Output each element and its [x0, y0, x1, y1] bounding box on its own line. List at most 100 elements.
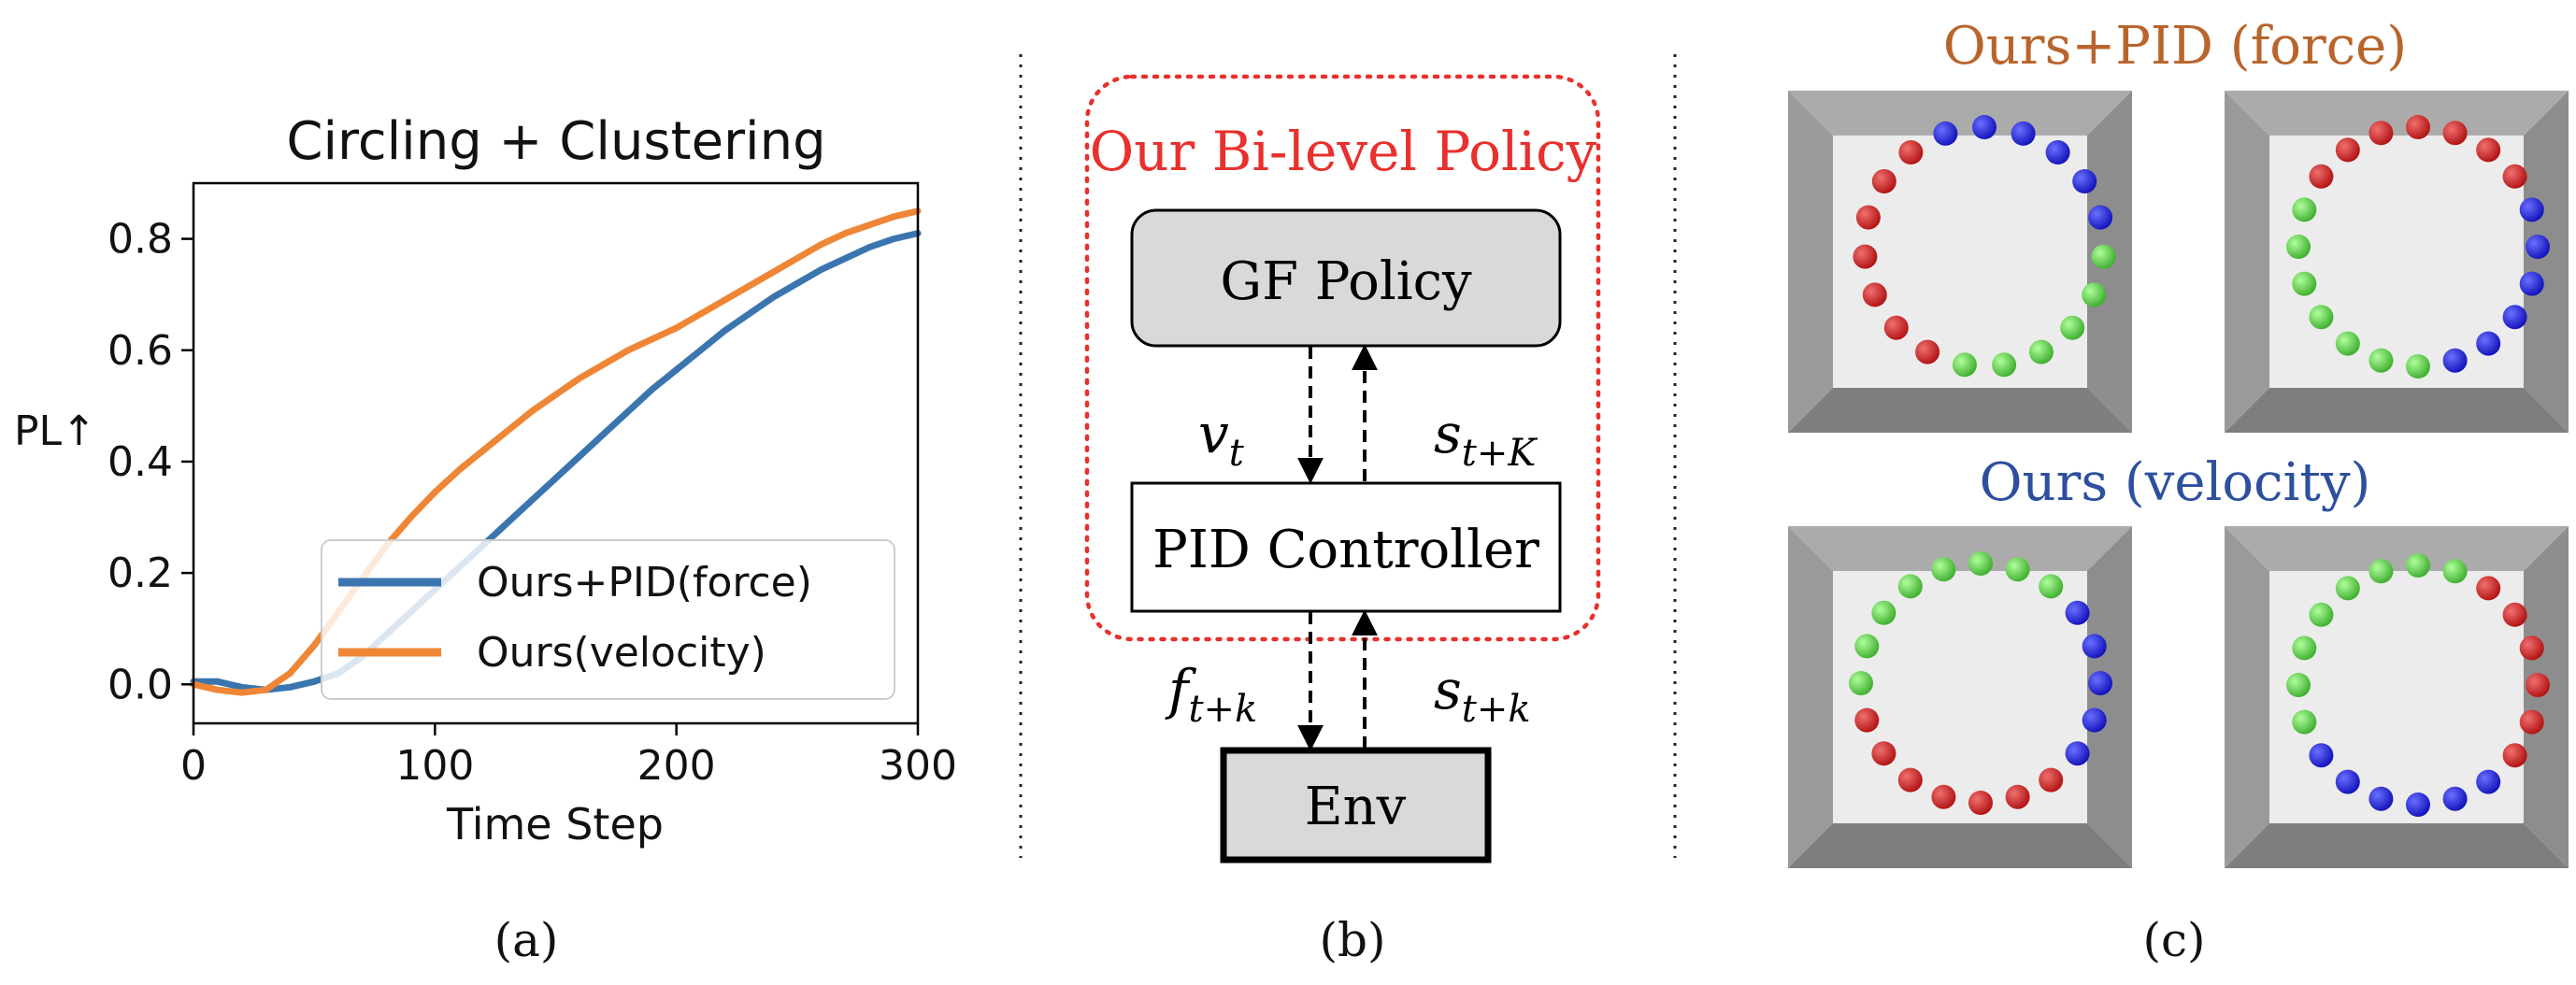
particle-blue [2406, 792, 2430, 817]
scenes [1788, 91, 2569, 868]
particle-green [2292, 197, 2317, 222]
pid-controller-box [1130, 481, 1562, 613]
wall-top [1788, 526, 2132, 571]
wall-right [2087, 526, 2132, 868]
particle-blue [2335, 769, 2360, 794]
force-scene-1 [1788, 91, 2132, 433]
particle-red [2519, 709, 2544, 735]
particle-green [2406, 553, 2430, 578]
particle-red [2442, 121, 2468, 146]
particle-blue [2476, 769, 2501, 794]
particle-green [2005, 557, 2030, 582]
env-label: Env [1305, 777, 1407, 837]
particle-green [2286, 235, 2311, 259]
particle-green [1968, 551, 1993, 576]
particle-green [1992, 352, 2017, 378]
chart-title: Circling + Clustering [286, 111, 825, 172]
particle-blue [2519, 197, 2544, 222]
particle-green [1931, 557, 1956, 582]
particle-green [1854, 634, 1880, 659]
y-tick-label: 0.8 [107, 216, 173, 264]
particle-green [2368, 559, 2394, 584]
force-scene-2 [2225, 91, 2569, 433]
series-line-0 [190, 230, 922, 693]
velocity-scene-2 [2225, 526, 2569, 868]
particle-red [1968, 791, 1993, 815]
particle-red [2406, 115, 2430, 139]
particle-blue [2519, 271, 2544, 296]
x-tick-label: 0 [180, 742, 207, 790]
particle-blue [2442, 348, 2468, 373]
y-tick-label: 0.4 [107, 438, 173, 486]
gf-policy-label: GF Policy [1220, 251, 1472, 312]
particle-blue [2045, 140, 2070, 164]
y-tick-label: 0.0 [107, 661, 173, 708]
particle-blue [2368, 786, 2394, 811]
particle-red [1855, 205, 1881, 230]
particle-red [2526, 673, 2550, 697]
particle-green [2442, 559, 2468, 584]
caption-b: (b) [1319, 913, 1385, 967]
particle-green [2082, 282, 2107, 307]
particle-green [2368, 348, 2394, 373]
particle-red [2039, 767, 2064, 792]
particle-red [2519, 635, 2544, 661]
panel-b-diagram: Our Bi-level Policy GF Policy PID Contro… [1084, 74, 1601, 967]
bilevel-policy-boundary [1084, 74, 1601, 642]
particle-red [2335, 137, 2360, 163]
particle-green [2335, 576, 2360, 601]
particle-red [2476, 137, 2501, 163]
particle-green [2039, 574, 2064, 599]
wall-bottom [1788, 388, 2132, 433]
particle-red [1931, 784, 1956, 809]
wall-bottom [2225, 388, 2569, 433]
legend-label-force: Ours+PID(force) [477, 559, 812, 607]
particle-green [2028, 339, 2054, 364]
chart-legend: Ours+PID(force) Ours(velocity) [321, 539, 895, 700]
x-axis-label: Time Step [446, 799, 664, 849]
particle-green [2060, 315, 2085, 340]
particle-blue [2309, 743, 2334, 768]
wall-left [2225, 526, 2269, 868]
gf-policy-box [1130, 208, 1562, 348]
wall-left [1788, 526, 1833, 868]
particle-blue [2088, 205, 2113, 230]
particle-green [1849, 671, 1873, 695]
particle-blue [1933, 121, 1958, 146]
label-v-t: vt [1198, 402, 1245, 475]
wall-right [2524, 526, 2569, 868]
particle-red [2502, 164, 2527, 189]
pid-controller-label: PID Controller [1152, 520, 1539, 580]
particle-red [2502, 602, 2527, 627]
particle-blue [2088, 671, 2112, 695]
particle-red [1897, 767, 1923, 792]
wall-right [2524, 91, 2569, 433]
y-ticks: 0.00.20.40.60.8 [107, 216, 193, 708]
particle-green [2309, 305, 2334, 330]
particle-red [1898, 140, 1924, 164]
wall-top [1788, 91, 2132, 136]
title-velocity: Ours (velocity) [1980, 452, 2371, 513]
wall-left [2225, 91, 2269, 433]
particle-green [2406, 354, 2430, 378]
particle-green [1952, 352, 1977, 378]
particle-red [2368, 121, 2394, 146]
particle-blue [2476, 331, 2501, 356]
velocity-scene-1 [1788, 526, 2132, 868]
particle-green [2335, 331, 2360, 356]
particle-blue [2082, 634, 2107, 659]
particle-red [1871, 169, 1896, 193]
particle-red [1915, 339, 1940, 364]
particle-green [2292, 709, 2317, 735]
label-s-t-plus-k: st+k [1434, 658, 1531, 731]
x-tick-label: 100 [395, 742, 474, 790]
particle-blue [2065, 741, 2090, 766]
particle-blue [1972, 115, 1996, 139]
wall-top [2225, 526, 2569, 571]
particle-blue [2072, 169, 2097, 193]
series-line-1 [190, 207, 922, 696]
wall-top [2225, 91, 2569, 136]
